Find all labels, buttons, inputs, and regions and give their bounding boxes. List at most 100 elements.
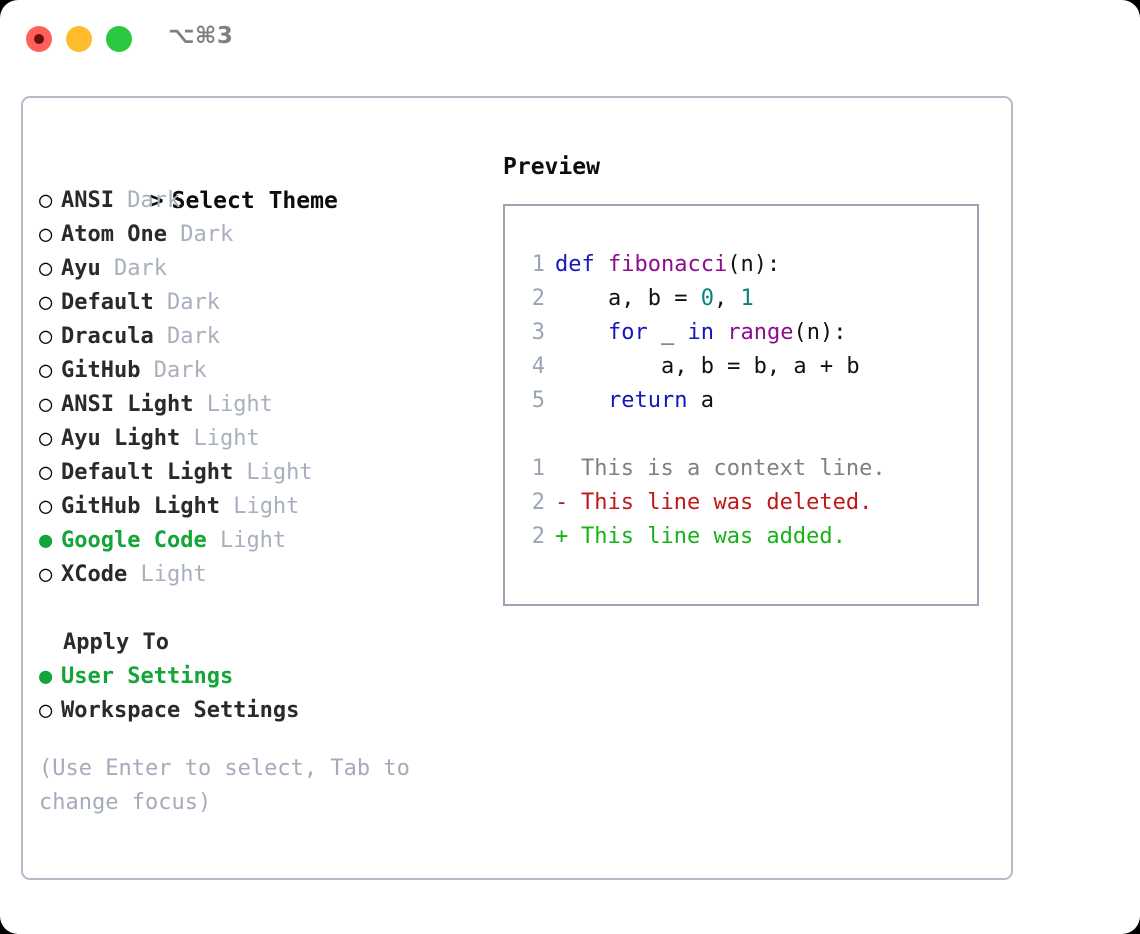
code-token-pln: , bbox=[713, 286, 741, 311]
radio-unselected-icon: ○ bbox=[39, 290, 53, 315]
theme-option-name: Dracula bbox=[61, 324, 154, 349]
theme-option-list: ○ANSI Dark○Atom One Dark○Ayu Dark○Defaul… bbox=[39, 184, 469, 592]
line-number: 1 bbox=[531, 456, 545, 481]
theme-option-variant: Dark bbox=[100, 256, 167, 281]
line-number: 2 bbox=[531, 286, 545, 311]
diff-text: This line was added. bbox=[581, 524, 846, 549]
theme-option-name: GitHub Light bbox=[61, 494, 220, 519]
code-token-pln: a, b = b, a + b bbox=[555, 354, 860, 379]
theme-option-ansi[interactable]: ○ANSI Dark bbox=[39, 184, 469, 218]
theme-option-variant: Light bbox=[219, 494, 300, 519]
theme-option-variant: Dark bbox=[153, 290, 220, 315]
theme-option-xcode[interactable]: ○ XCode Light bbox=[39, 558, 469, 592]
diff-line-del: 2-This line was deleted. bbox=[519, 486, 886, 520]
code-token-pln bbox=[555, 388, 608, 413]
title-bar: ⌥⌘3 bbox=[0, 0, 1140, 78]
theme-option-name: Google Code bbox=[61, 528, 207, 553]
radio-unselected-icon: ○ bbox=[39, 222, 53, 247]
code-token-fn: range bbox=[727, 320, 794, 345]
code-line: 4 a, b = b, a + b bbox=[519, 350, 860, 384]
radio-unselected-icon: ○ bbox=[39, 494, 53, 519]
theme-option-default[interactable]: ○Default Dark bbox=[39, 286, 469, 320]
apply-to-label: Apply To bbox=[63, 630, 169, 655]
theme-option-variant: Dark bbox=[153, 324, 220, 349]
theme-option-ayu[interactable]: ○Ayu Dark bbox=[39, 252, 469, 286]
apply-to-option-name: User Settings bbox=[61, 664, 234, 689]
line-number: 4 bbox=[531, 354, 545, 379]
diff-marker: + bbox=[555, 524, 569, 549]
code-token-num: 1 bbox=[740, 286, 754, 311]
code-token-kw: def bbox=[555, 252, 595, 277]
line-number: 1 bbox=[531, 252, 545, 277]
theme-option-name: ANSI bbox=[61, 188, 114, 213]
code-token-pln: a bbox=[687, 388, 714, 413]
radio-selected-icon: ● bbox=[39, 528, 53, 553]
keyboard-shortcut-label: ⌥⌘3 bbox=[168, 23, 234, 49]
radio-unselected-icon: ○ bbox=[39, 392, 53, 417]
minimize-button[interactable] bbox=[66, 26, 92, 52]
code-token-pln: a, b = bbox=[555, 286, 701, 311]
code-token-pln: (n): bbox=[793, 320, 847, 345]
radio-unselected-icon: ○ bbox=[39, 562, 53, 587]
line-number: 2 bbox=[531, 490, 545, 515]
theme-option-variant: Dark bbox=[166, 222, 234, 247]
theme-option-google-code[interactable]: ● Google Code Light bbox=[39, 524, 469, 558]
page-title: > Select Theme bbox=[39, 150, 469, 214]
apply-to-option-workspace-settings[interactable]: ○ Workspace Settings bbox=[39, 694, 469, 728]
code-line: 3 for _ in range(n): bbox=[519, 316, 860, 350]
code-line: 1 def fibonacci(n): bbox=[519, 248, 860, 282]
radio-unselected-icon: ○ bbox=[39, 426, 53, 451]
theme-option-ansi-light[interactable]: ○ ANSI Light Light bbox=[39, 388, 469, 422]
apply-to-option-name: Workspace Settings bbox=[61, 698, 300, 723]
radio-unselected-icon: ○ bbox=[39, 188, 53, 213]
line-number: 2 bbox=[531, 524, 545, 549]
theme-option-name: ANSI Light bbox=[61, 392, 194, 417]
theme-option-name: Ayu bbox=[61, 256, 101, 281]
code-line: 2 a, b = 0, 1 bbox=[519, 282, 860, 316]
diff-text: This is a context line. bbox=[581, 456, 886, 481]
theme-option-atom-one[interactable]: ○Atom One Dark bbox=[39, 218, 469, 252]
theme-option-dracula[interactable]: ○ Dracula Dark bbox=[39, 320, 469, 354]
code-line: 5 return a bbox=[519, 384, 860, 418]
theme-option-github[interactable]: ○ GitHub Dark bbox=[39, 354, 469, 388]
theme-option-variant: Light bbox=[206, 528, 287, 553]
code-token-fn: fibonacci bbox=[608, 252, 728, 277]
apply-to-option-list: ● User Settings ○ Workspace Settings bbox=[39, 660, 469, 728]
recording-indicator-icon bbox=[34, 34, 44, 44]
theme-option-variant: Light bbox=[127, 562, 207, 587]
code-token-pln: _ bbox=[647, 320, 688, 345]
radio-unselected-icon: ○ bbox=[39, 324, 53, 349]
select-theme-label: Select Theme bbox=[171, 188, 338, 214]
code-token-pln bbox=[595, 252, 608, 277]
diff-sample: 1 This is a context line.2-This line was… bbox=[519, 452, 886, 554]
code-token-num: 0 bbox=[700, 286, 714, 311]
radio-selected-icon: ● bbox=[39, 664, 53, 689]
theme-option-variant: Light bbox=[193, 392, 273, 417]
theme-option-name: GitHub bbox=[61, 358, 141, 383]
code-token-pln: (n): bbox=[727, 252, 781, 277]
theme-option-name: XCode bbox=[61, 562, 128, 587]
code-token-kw: for bbox=[607, 320, 648, 345]
theme-option-variant: Light bbox=[233, 460, 313, 485]
code-token-kw: return bbox=[607, 388, 688, 413]
theme-option-default-light[interactable]: ○ Default Light Light bbox=[39, 456, 469, 490]
theme-option-variant: Dark bbox=[140, 358, 207, 383]
keyboard-hint-text: (Use Enter to select, Tab to change focu… bbox=[39, 756, 410, 815]
theme-option-github-light[interactable]: ○ GitHub Light Light bbox=[39, 490, 469, 524]
theme-selector-panel: >Select Theme ○ANSI Dark○Atom One Dark○A… bbox=[21, 96, 1013, 880]
radio-unselected-icon: ○ bbox=[39, 698, 53, 723]
diff-line-ctx: 1 This is a context line. bbox=[519, 452, 886, 486]
theme-option-name: Default Light bbox=[61, 460, 234, 485]
apply-to-option-user-settings[interactable]: ● User Settings bbox=[39, 660, 469, 694]
radio-unselected-icon: ○ bbox=[39, 358, 53, 383]
radio-unselected-icon: ○ bbox=[39, 460, 53, 485]
theme-option-name: Ayu Light bbox=[61, 426, 181, 451]
theme-option-ayu-light[interactable]: ○Ayu Light Light bbox=[39, 422, 469, 456]
maximize-button[interactable] bbox=[106, 26, 132, 52]
preview-label: Preview bbox=[503, 154, 600, 180]
prompt-caret-icon: > bbox=[149, 188, 164, 214]
